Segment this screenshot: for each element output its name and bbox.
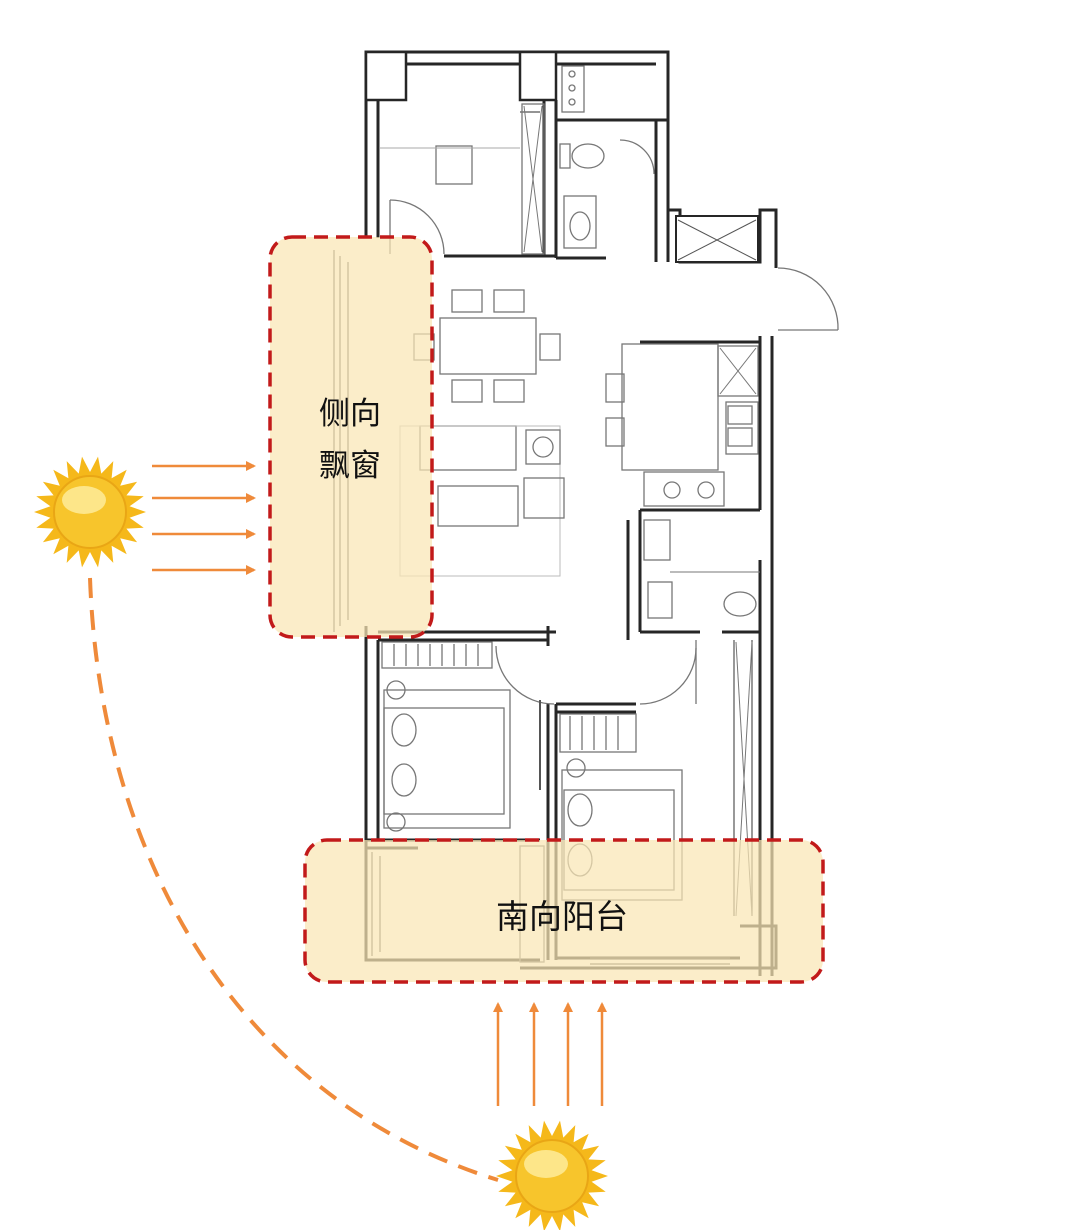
south-balcony-zone: 南向阳台 (303, 838, 825, 984)
sun-highlight (524, 1150, 568, 1178)
side-bay-window-label-line1: 侧向 (319, 396, 381, 432)
side-bay-window-zone: 侧向 飘窗 (268, 235, 434, 639)
sun-path-arc (88, 577, 499, 1182)
south-balcony-label: 南向阳台 (496, 897, 628, 936)
furniture (380, 65, 760, 963)
sun-highlight (62, 486, 106, 514)
wardrobe-right (559, 713, 637, 753)
sunlight-arrows-west (152, 461, 256, 575)
sunlight-arrows-south (493, 1002, 607, 1106)
side-bay-window-label-line2: 飘窗 (319, 448, 381, 484)
wardrobe-left (381, 641, 493, 669)
sun-icon (34, 456, 146, 568)
sun-icon (496, 1120, 608, 1230)
